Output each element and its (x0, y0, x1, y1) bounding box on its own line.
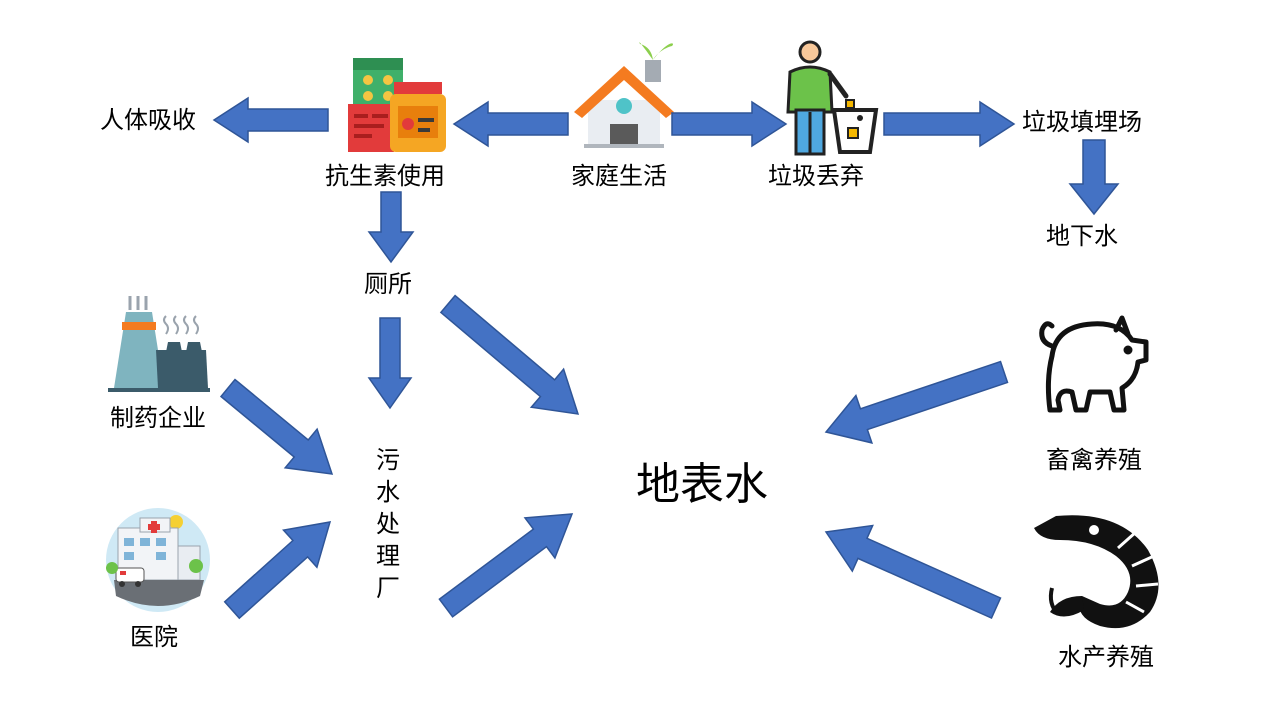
house-icon (574, 42, 674, 148)
arrow-garbage-to-landfill (883, 100, 1016, 148)
node-antibiotic-use: 抗生素使用 (325, 162, 445, 190)
arrow-household-to-garbage (671, 100, 788, 148)
node-groundwater: 地下水 (1046, 222, 1118, 250)
node-toilet: 厕所 (364, 270, 412, 298)
node-sewage-plant: 污水处理厂 (376, 446, 400, 602)
node-hospital: 医院 (130, 623, 178, 651)
arrow-aquaculture-to-surface (824, 524, 1002, 619)
arrow-landfill-to-groundwater (1068, 139, 1120, 216)
node-aquaculture: 水产养殖 (1058, 643, 1154, 671)
node-landfill: 垃圾填埋场 (1022, 108, 1142, 136)
hospital-icon (106, 508, 210, 612)
arrow-household-to-antibiotic (452, 100, 569, 148)
arrows (212, 96, 1120, 620)
arrow-antibiotic-to-human (212, 96, 329, 144)
person-trash-icon (786, 40, 879, 156)
arrow-sewage-to-surface (438, 513, 574, 618)
arrow-antibiotic-to-toilet (367, 191, 415, 264)
arrow-pharma-to-sewage (219, 378, 334, 475)
arrow-toilet-to-sewage (367, 317, 413, 410)
arrow-livestock-to-surface (824, 360, 1009, 444)
medicine-jars-icon (348, 58, 446, 152)
pig-icon (1039, 315, 1149, 413)
shrimp-icon (1034, 515, 1159, 629)
node-livestock: 畜禽养殖 (1046, 446, 1142, 474)
node-pharma: 制药企业 (110, 404, 206, 432)
node-garbage-discard: 垃圾丢弃 (768, 162, 864, 190)
node-household: 家庭生活 (571, 162, 667, 190)
arrow-toilet-to-surface (439, 294, 580, 415)
node-surface-water: 地表水 (636, 459, 768, 510)
factory-icon (108, 296, 210, 392)
arrow-hospital-to-sewage (223, 521, 332, 620)
node-human-absorb: 人体吸收 (100, 106, 196, 134)
